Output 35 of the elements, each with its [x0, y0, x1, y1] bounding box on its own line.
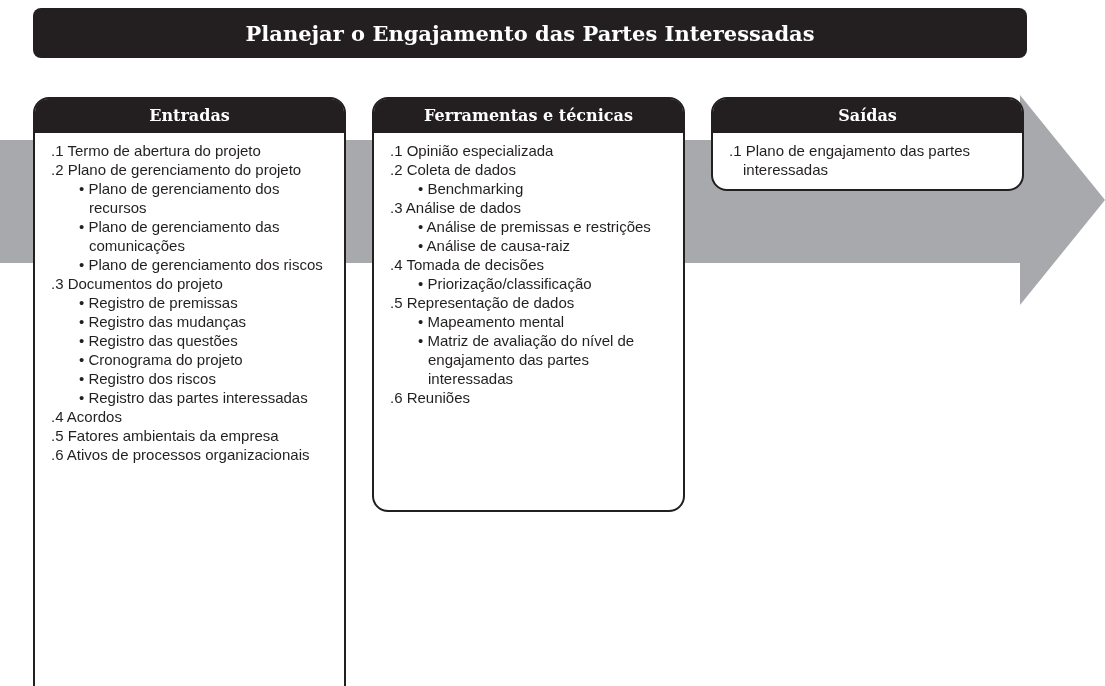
list-item: .4 Tomada de decisões — [389, 255, 545, 274]
list-item: .5 Fatores ambientais da empresa — [50, 426, 280, 445]
column-header: Saídas — [713, 99, 1022, 133]
list-item: .5 Representação de dados — [389, 293, 576, 312]
list-item: • Plano de gerenciamento das comunicações — [78, 217, 281, 255]
column-box — [33, 97, 346, 686]
list-item: .6 Reuniões — [389, 388, 472, 407]
list-item: .1 Plano de engajamento das partes interessadas — [728, 141, 971, 179]
column-header: Ferramentas e técnicas — [374, 99, 683, 133]
column-box — [372, 97, 685, 512]
list-item: • Cronograma do projeto — [78, 350, 244, 369]
list-item: • Análise de premissas e restrições — [417, 217, 652, 236]
list-item: • Benchmarking — [417, 179, 525, 198]
list-item: • Análise de causa-raiz — [417, 236, 571, 255]
list-item: .3 Documentos do projeto — [50, 274, 224, 293]
list-item: • Registro das partes interessadas — [78, 388, 309, 407]
list-item: • Mapeamento mental — [417, 312, 566, 331]
list-item: .1 Termo de abertura do projeto — [50, 141, 262, 160]
list-item: • Registro de premissas — [78, 293, 239, 312]
column-box — [711, 97, 1024, 191]
column-header: Entradas — [35, 99, 344, 133]
list-item: .3 Análise de dados — [389, 198, 522, 217]
list-item: • Registro dos riscos — [78, 369, 217, 388]
list-item: • Priorização/classificação — [417, 274, 593, 293]
list-item: .1 Opinião especializada — [389, 141, 555, 160]
list-item: .2 Plano de gerenciamento do projeto — [50, 160, 303, 179]
list-item: • Registro das questões — [78, 331, 239, 350]
list-item: • Matriz de avaliação do nível de engajamento das partes interessadas — [417, 331, 636, 388]
list-item: • Plano de gerenciamento dos recursos — [78, 179, 281, 217]
list-item: • Registro das mudanças — [78, 312, 247, 331]
list-item: .6 Ativos de processos organizacionais — [50, 445, 311, 464]
title: Planejar o Engajamento das Partes Interessadas — [33, 8, 1027, 58]
list-item: • Plano de gerenciamento dos riscos — [78, 255, 324, 274]
list-item: .2 Coleta de dados — [389, 160, 517, 179]
list-item: .4 Acordos — [50, 407, 123, 426]
